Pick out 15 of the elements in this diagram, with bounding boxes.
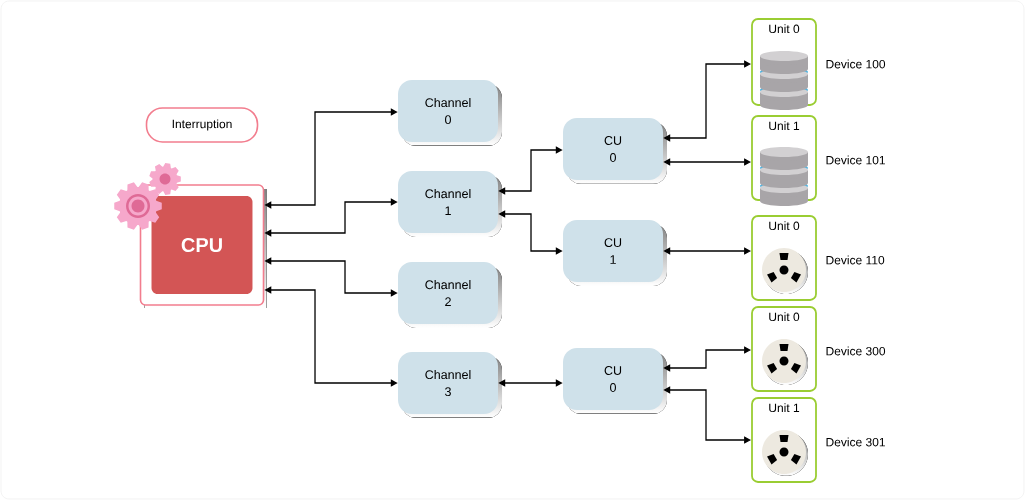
device-label: Device 110 [826,255,885,265]
control-unit-box: CU 1 [563,220,667,286]
device-label: Device 101 [826,155,885,165]
channel-box: Channel 1 [398,171,502,237]
channel-box: Channel 3 [398,352,502,418]
channel-box: Channel 2 [398,262,502,328]
channel-box: Channel 0 [398,80,502,146]
device-label: Device 300 [826,346,886,356]
control-unit-box: CU 0 [563,118,667,184]
node-label: CPU [181,237,222,253]
status-pill: Interruption [145,107,259,143]
control-unit-box: CU 0 [563,348,667,414]
device-label: Device 100 [826,59,886,69]
cpu-box: CPU [139,184,267,308]
device-label: Device 301 [826,437,885,447]
